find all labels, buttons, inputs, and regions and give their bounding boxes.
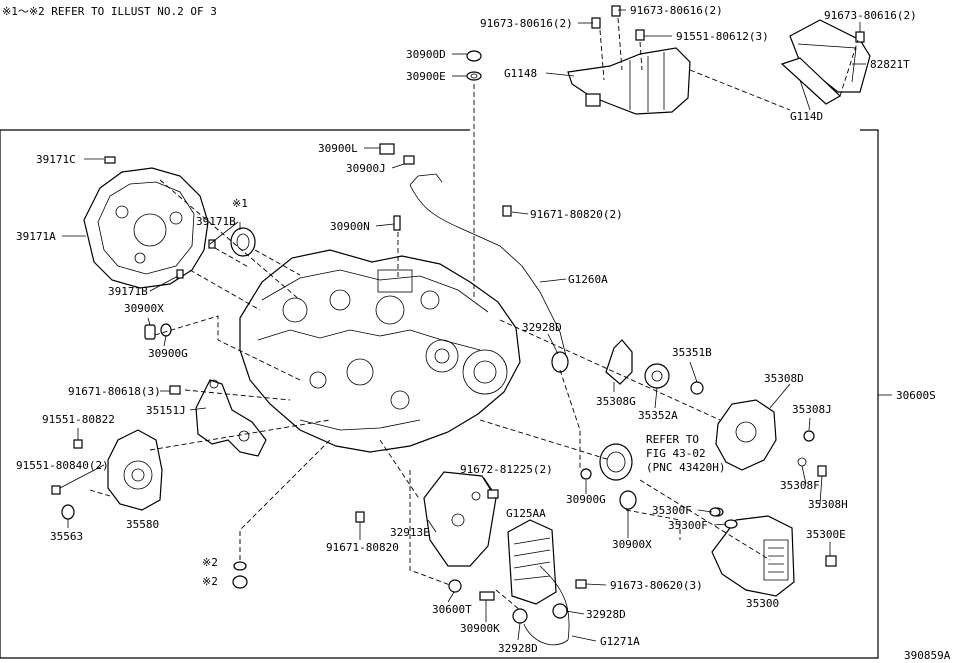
label-30900E: 30900E <box>406 70 446 83</box>
label-G1148: G1148 <box>504 67 537 80</box>
label-pnc-43420H: (PNC 43420H) <box>646 461 725 474</box>
bracket-drawing <box>195 379 267 457</box>
label-35308H: 35308H <box>808 498 848 511</box>
label-35308G: 35308G <box>596 395 636 408</box>
oil-pipe-drawing <box>379 143 567 357</box>
label-39171B-lower: 39171B <box>108 285 148 298</box>
label-39171A: 39171A <box>16 230 56 243</box>
label-35300E: 35300E <box>806 528 846 541</box>
label-G1271A: G1271A <box>600 635 640 648</box>
label-note-1: ※1 <box>232 197 248 210</box>
label-35300: 35300 <box>746 597 779 610</box>
label-30900J: 30900J <box>346 162 386 175</box>
label-91551-80840-2: 91551-80840(2) <box>16 459 109 472</box>
label-91671-80820-2: 91671-80820(2) <box>530 208 623 221</box>
label-39171B-upper: 39171B <box>196 215 236 228</box>
label-30900X-left: 30900X <box>124 302 164 315</box>
label-39171C: 39171C <box>36 153 76 166</box>
label-30900L: 30900L <box>318 142 358 155</box>
label-35151J: 35151J <box>146 404 186 417</box>
label-G125AA: G125AA <box>506 507 546 520</box>
bottom-fittings-drawing <box>232 351 721 624</box>
label-35580: 35580 <box>126 518 159 531</box>
label-G1260A: G1260A <box>568 273 608 286</box>
oil-cooler-bracket-drawing <box>423 471 497 567</box>
label-91673-80616-a: 91673-80616(2) <box>480 17 573 30</box>
label-91671-80820: 91671-80820 <box>326 541 399 554</box>
label-35308J: 35308J <box>792 403 832 416</box>
label-91672-81225-2: 91672-81225(2) <box>460 463 553 476</box>
label-refer-to: REFER TO <box>646 433 699 446</box>
label-35352A: 35352A <box>638 409 678 422</box>
header-note: ※1〜※2 REFER TO ILLUST NO.2 OF 3 <box>2 5 217 18</box>
pump-body-drawing <box>715 399 827 477</box>
leader-lines <box>59 9 892 642</box>
label-35563: 35563 <box>50 530 83 543</box>
label-35300F-upper: 35300F <box>652 504 692 517</box>
label-note-2-a: ※2 <box>202 556 218 569</box>
label-91673-80616-b: 91673-80616(2) <box>630 4 723 17</box>
label-32913E: 32913E <box>390 526 430 539</box>
label-G114D: G114D <box>790 110 823 123</box>
exploded-view-lines <box>89 17 859 611</box>
label-35308D: 35308D <box>764 372 804 385</box>
label-91673-80616-c: 91673-80616(2) <box>824 9 917 22</box>
oil-cooler-drawing <box>507 519 570 646</box>
label-82821T: 82821T <box>870 58 910 71</box>
label-30900K: 30900K <box>460 622 500 635</box>
bolts-drawing <box>51 5 865 589</box>
figure-id: 390859A <box>904 649 951 662</box>
label-32928D-bottom: 32928D <box>498 642 538 655</box>
label-fig-43-02: FIG 43-02 <box>646 447 706 460</box>
label-35308F: 35308F <box>780 479 820 492</box>
label-91671-80618-3: 91671-80618(3) <box>68 385 161 398</box>
strainer-parts-drawing <box>605 339 704 395</box>
oil-pan-drawing <box>710 507 837 597</box>
label-32928D-upper: 32928D <box>522 321 562 334</box>
oil-seal-drawing <box>230 227 256 257</box>
side-cover-drawing <box>83 167 209 289</box>
transaxle-housing-drawing <box>239 249 521 453</box>
label-35351B: 35351B <box>672 346 712 359</box>
valve-cover-drawing <box>780 19 871 105</box>
drive-shaft-seal-drawing <box>599 443 633 481</box>
label-91673-80620-3: 91673-80620(3) <box>610 579 703 592</box>
label-note-2-b: ※2 <box>202 575 218 588</box>
label-35300F-lower: 35300F <box>668 519 708 532</box>
label-30900G-right: 30900G <box>566 493 606 506</box>
label-91551-80612: 91551-80612(3) <box>676 30 769 43</box>
label-30900X-right: 30900X <box>612 538 652 551</box>
valve-body-drawing <box>567 47 691 115</box>
label-30600T: 30600T <box>432 603 472 616</box>
label-30900G-left: 30900G <box>148 347 188 360</box>
label-91551-80822: 91551-80822 <box>42 413 115 426</box>
label-30900D: 30900D <box>406 48 446 61</box>
assembly-frame <box>0 129 879 659</box>
part-labels: 91673-80616(2) 91673-80616(2) 91551-8061… <box>16 4 936 655</box>
label-30900N: 30900N <box>330 220 370 233</box>
label-30600S: 30600S <box>896 389 936 402</box>
label-32928D-right: 32928D <box>586 608 626 621</box>
